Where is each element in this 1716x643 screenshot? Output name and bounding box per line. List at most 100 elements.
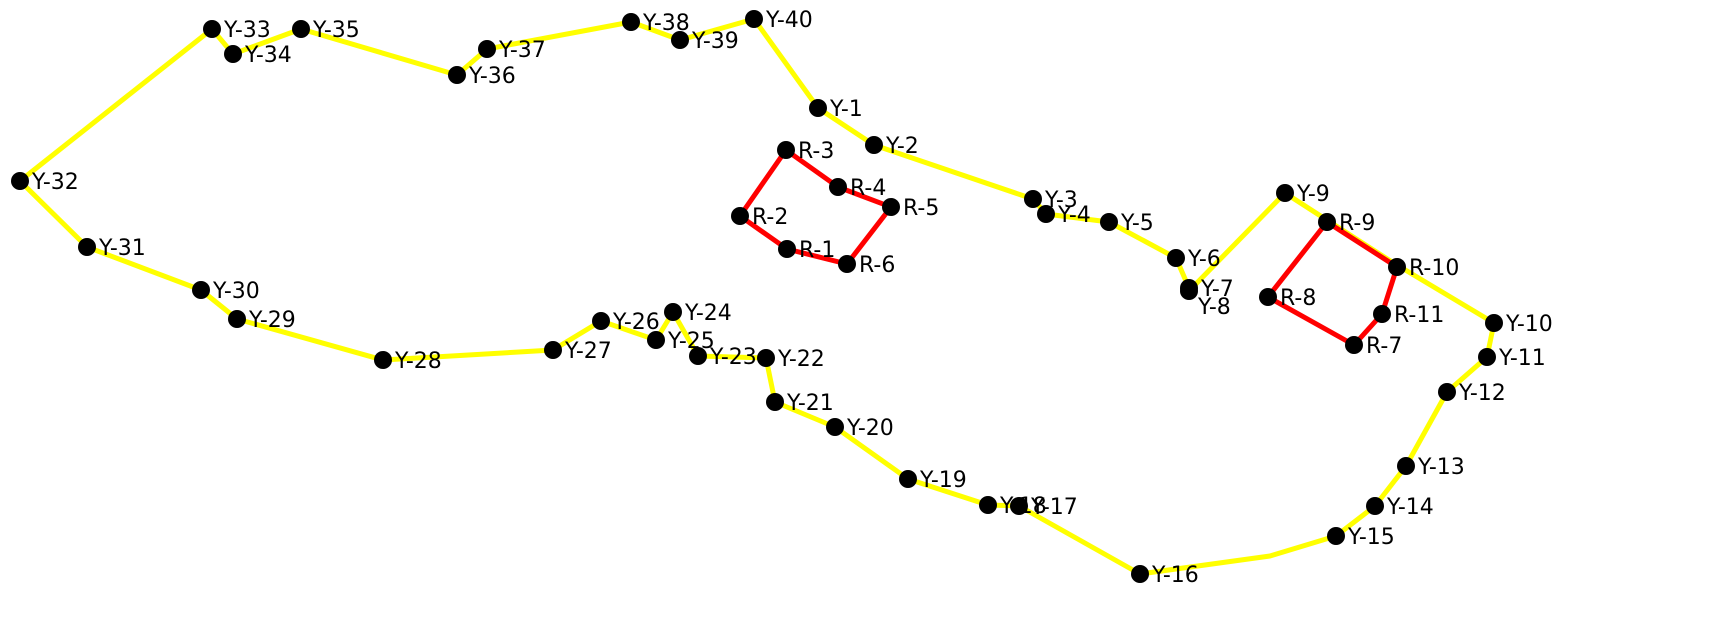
node-y-28: Y-28 <box>374 349 442 374</box>
node-y-36: Y-36 <box>448 64 516 89</box>
node-dot-y-1 <box>809 99 827 117</box>
node-dot-y-29 <box>228 310 246 328</box>
node-dot-r-10 <box>1388 258 1406 276</box>
node-r-5: R-5 <box>882 196 939 221</box>
edge-y-39-y-40 <box>677 16 757 43</box>
edge-y-20-y-21 <box>772 399 838 430</box>
node-y-15: Y-15 <box>1327 525 1395 550</box>
edge-y-26-y-27 <box>550 318 604 353</box>
edge-y-16-y-17 <box>1016 503 1143 577</box>
node-r-10: R-10 <box>1388 256 1459 281</box>
node-dot-y-23 <box>689 347 707 365</box>
node-label-y-22: Y-22 <box>777 347 825 372</box>
node-r-8: R-8 <box>1259 286 1316 311</box>
node-y-27: Y-27 <box>544 339 612 364</box>
node-dot-r-11 <box>1373 305 1391 323</box>
node-label-y-24: Y-24 <box>684 301 732 326</box>
node-label-y-40: Y-40 <box>765 8 813 33</box>
node-label-y-39: Y-39 <box>691 29 739 54</box>
node-y-12: Y-12 <box>1438 381 1506 406</box>
node-label-r-3: R-3 <box>798 139 834 164</box>
node-dot-r-9 <box>1318 213 1336 231</box>
node-y-33: Y-33 <box>203 18 271 43</box>
node-dot-y-19 <box>899 470 917 488</box>
node-dot-r-5 <box>882 198 900 216</box>
node-dot-y-31 <box>78 238 96 256</box>
edge-y-8-y-9 <box>1186 190 1288 294</box>
node-dot-y-20 <box>826 418 844 436</box>
node-r-4: R-4 <box>829 176 886 201</box>
node-label-y-2: Y-2 <box>885 134 919 159</box>
node-y-11: Y-11 <box>1478 346 1546 371</box>
node-dot-y-25 <box>647 331 665 349</box>
node-label-r-11: R-11 <box>1394 303 1444 328</box>
edge-y-27-y-28 <box>380 347 556 363</box>
edge-y-28-y-29 <box>234 316 386 363</box>
node-dot-r-4 <box>829 178 847 196</box>
edge-r-5-r-6 <box>844 204 894 267</box>
node-label-r-4: R-4 <box>850 176 886 201</box>
node-label-y-30: Y-30 <box>212 279 260 304</box>
edge-r-1-r-2 <box>737 213 790 252</box>
node-dot-r-1 <box>778 240 796 258</box>
node-y-8: Y-8 <box>1180 282 1231 320</box>
edge-r-4-r-5 <box>835 184 894 210</box>
node-r-3: R-3 <box>777 139 834 164</box>
node-dot-y-33 <box>203 20 221 38</box>
node-label-y-37: Y-37 <box>498 38 546 63</box>
node-label-y-36: Y-36 <box>468 64 516 89</box>
node-label-y-33: Y-33 <box>223 18 271 43</box>
node-label-y-10: Y-10 <box>1505 312 1553 337</box>
node-dot-y-32 <box>11 172 29 190</box>
node-y-32: Y-32 <box>11 170 79 195</box>
node-y-14: Y-14 <box>1366 495 1434 520</box>
node-dot-y-27 <box>544 341 562 359</box>
edge-y-18-y-19 <box>905 476 991 508</box>
node-dot-y-22 <box>757 349 775 367</box>
node-label-y-1: Y-1 <box>829 97 863 122</box>
node-dot-y-12 <box>1438 383 1456 401</box>
node-y-20: Y-20 <box>826 416 894 441</box>
node-label-y-11: Y-11 <box>1498 346 1546 371</box>
node-y-13: Y-13 <box>1397 455 1465 480</box>
node-y-23: Y-23 <box>689 345 757 370</box>
node-dot-y-9 <box>1276 184 1294 202</box>
edge-y-37-y-38 <box>484 19 634 52</box>
node-label-r-1: R-1 <box>799 238 835 263</box>
node-y-25: Y-25 <box>647 329 715 354</box>
node-label-y-5: Y-5 <box>1120 211 1154 236</box>
node-dot-y-21 <box>766 393 784 411</box>
node-dot-y-26 <box>592 312 610 330</box>
edge-y-40-y-1 <box>751 16 821 111</box>
node-y-26: Y-26 <box>592 310 660 335</box>
node-y-17: Y-17 <box>1010 495 1078 520</box>
edge-y-1-y-2 <box>815 105 877 148</box>
node-label-y-34: Y-34 <box>244 43 292 68</box>
node-dot-y-24 <box>664 303 682 321</box>
node-dot-y-10 <box>1485 314 1503 332</box>
node-label-y-27: Y-27 <box>564 339 612 364</box>
node-label-r-9: R-9 <box>1339 211 1375 236</box>
node-label-y-26: Y-26 <box>612 310 660 335</box>
node-dot-y-37 <box>478 40 496 58</box>
node-dot-y-34 <box>224 45 242 63</box>
node-label-y-28: Y-28 <box>394 349 442 374</box>
node-dot-y-3 <box>1024 190 1042 208</box>
node-dot-y-36 <box>448 66 466 84</box>
node-dot-y-13 <box>1397 457 1415 475</box>
node-r-7: R-7 <box>1345 334 1402 359</box>
node-dot-y-38 <box>622 13 640 31</box>
node-y-9: Y-9 <box>1276 182 1330 207</box>
node-dot-y-15 <box>1327 527 1345 545</box>
node-dot-y-18 <box>979 496 997 514</box>
node-r-1: R-1 <box>778 238 835 263</box>
node-y-29: Y-29 <box>228 308 296 333</box>
edge-r-7-r-8 <box>1265 294 1357 348</box>
node-y-34: Y-34 <box>224 43 292 68</box>
node-dot-y-28 <box>374 351 392 369</box>
node-label-y-21: Y-21 <box>786 391 834 416</box>
node-dot-y-5 <box>1100 213 1118 231</box>
edge-r-6-r-1 <box>784 246 850 267</box>
node-y-31: Y-31 <box>78 236 146 261</box>
node-y-18: Y-18 <box>979 494 1047 519</box>
